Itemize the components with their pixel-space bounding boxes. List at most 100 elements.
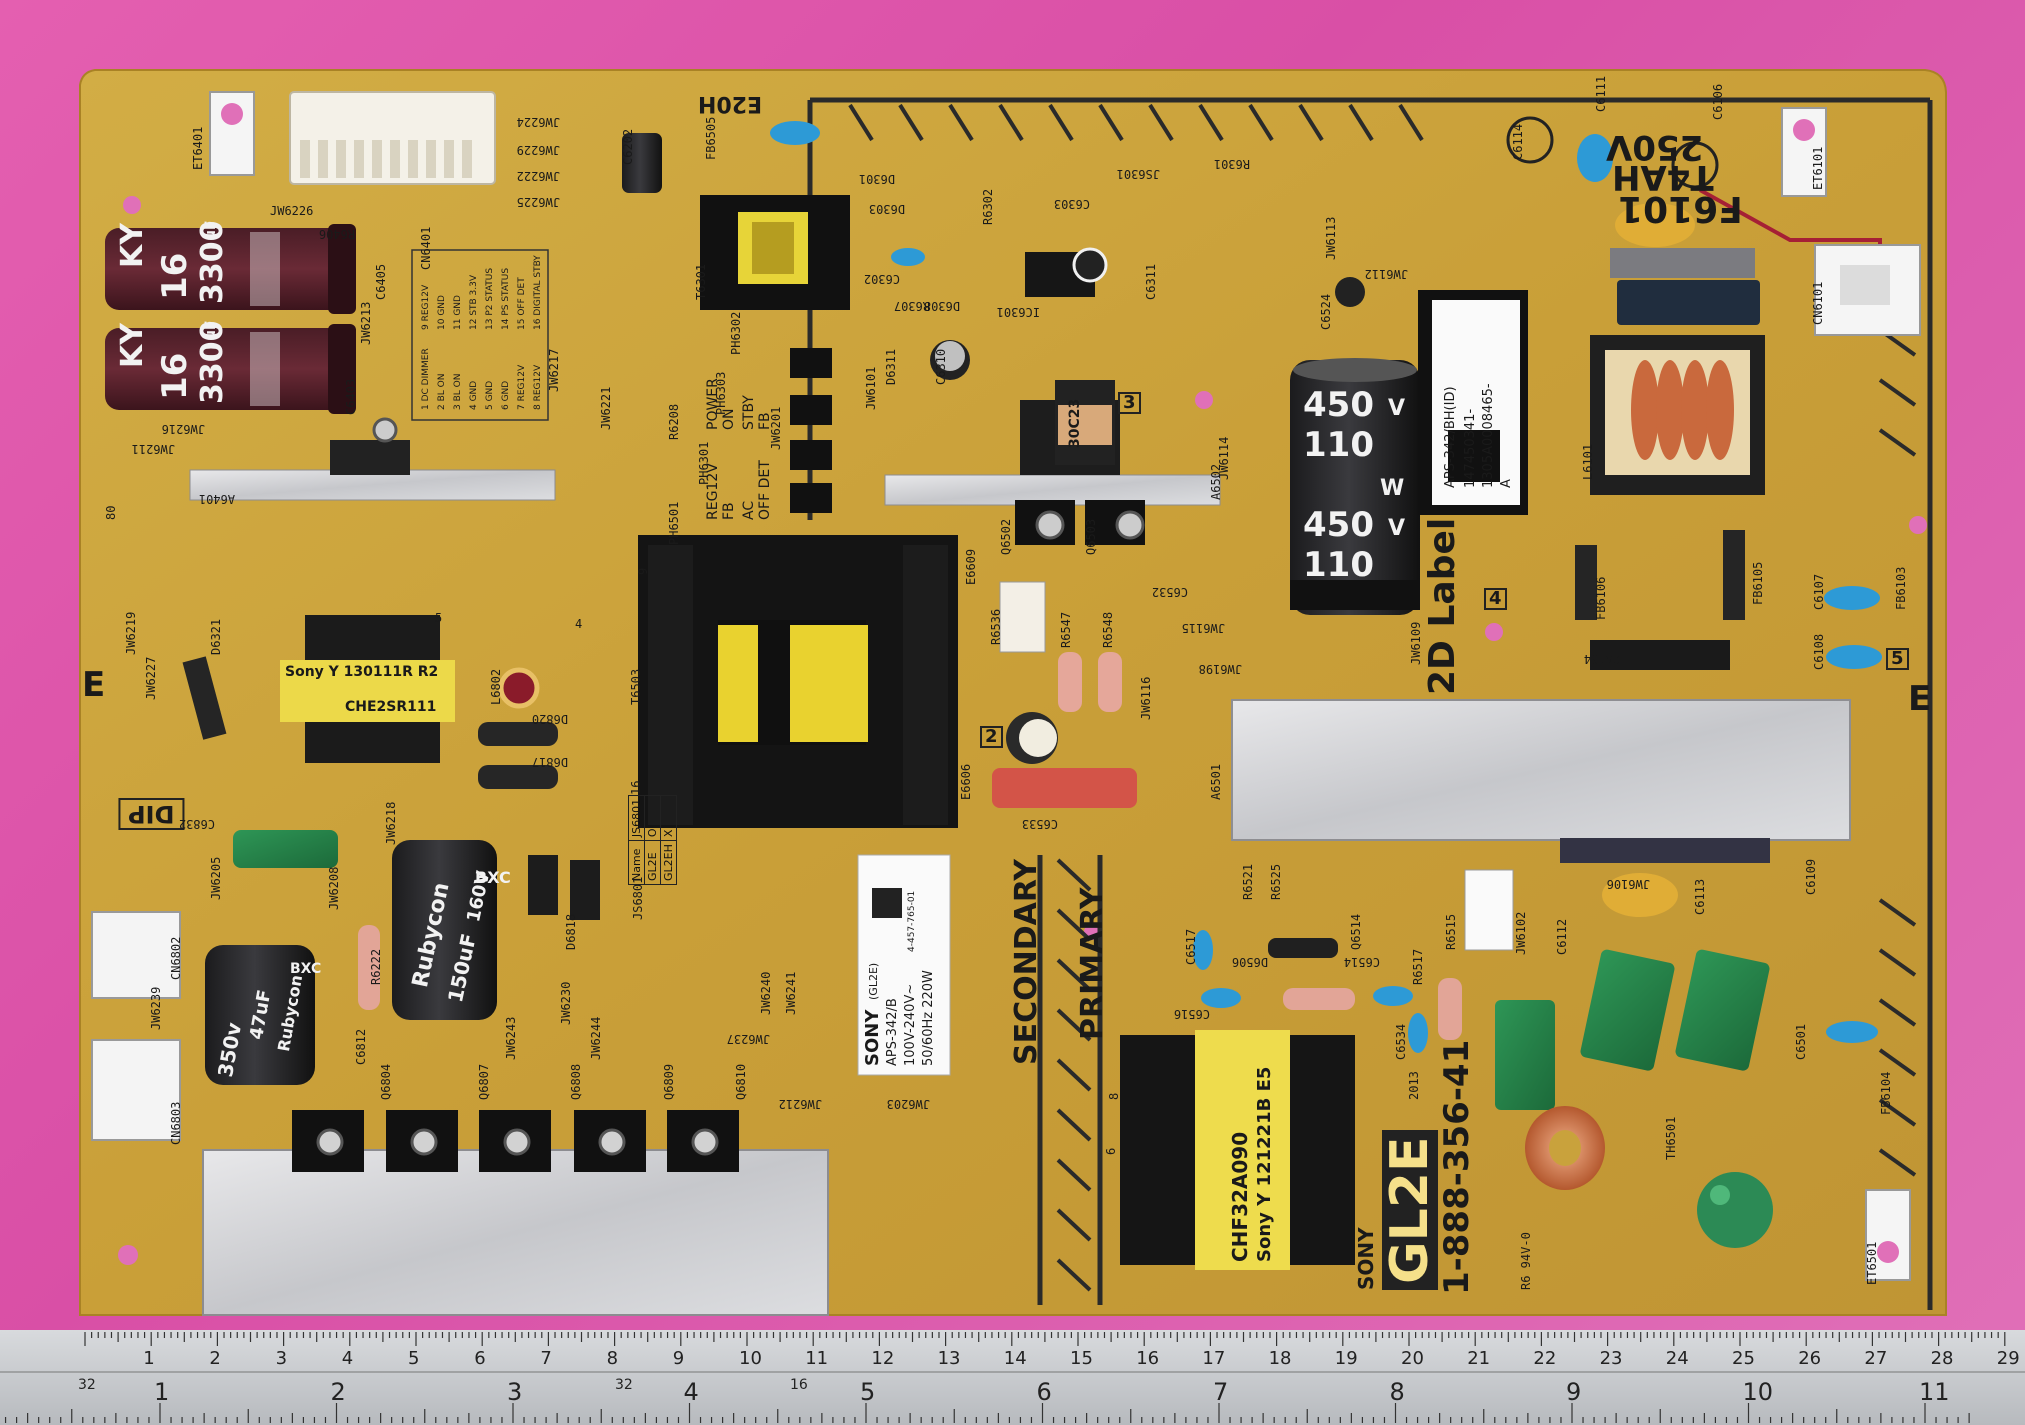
sony-rating-sticker: SONY (GL2E) APS-342/B 100V-240V~ 50/60Hz…: [860, 852, 950, 1072]
silk-c6832: C6832: [178, 817, 215, 831]
silk-c6532: C6532: [1151, 585, 1188, 599]
silk-js6801: JS6801: [631, 876, 645, 920]
label-num-3: 3: [1118, 392, 1141, 414]
silk-jw6213: JW6213: [359, 301, 373, 345]
label-num-4: 4: [1484, 588, 1507, 610]
bigcap-unit-1: V: [1388, 396, 1406, 421]
silk-r6222: R6222: [369, 948, 383, 985]
ruler-cm-label: 28: [1930, 1348, 1954, 1369]
silk-jw6227: JW6227: [144, 656, 158, 700]
ruler-inch-label: 8: [1389, 1378, 1405, 1406]
silk-stby: STBY: [741, 395, 757, 430]
tbottom-label: Sony Y 121221B E5: [1254, 1066, 1275, 1262]
silk-r6208: R6208: [667, 403, 681, 440]
silk-t6503: T6503: [629, 668, 643, 705]
coil-30c23: 30C23: [1067, 398, 1083, 448]
label-corner-code: E20H: [698, 91, 763, 116]
silk-d6311: D6311: [884, 348, 898, 385]
silk-c6108: C6108: [1812, 633, 1826, 670]
silk-jw6112: JW6112: [1364, 267, 1408, 281]
silk-c6534: C6534: [1394, 1023, 1408, 1060]
label-num-2: 2: [980, 726, 1003, 748]
silk-fb6106: FB6106: [1594, 576, 1608, 620]
silk-num-8: 8: [1107, 1092, 1121, 1100]
label-num-5: 5: [1886, 648, 1909, 670]
silk-c6311: C6311: [1144, 263, 1158, 300]
silk-off-det: OFF DET: [757, 460, 773, 520]
silk-c6501: C6501: [1794, 1023, 1808, 1060]
silk-r6515: R6515: [1444, 913, 1458, 950]
ruler-cm-label: 16: [1136, 1348, 1160, 1369]
silk-cn6803: CN6803: [169, 1101, 183, 1145]
ruler-inch-label: 6: [1036, 1378, 1052, 1406]
silk-r6521: R6521: [1241, 863, 1255, 900]
silk-jw6109: JW6109: [1409, 621, 1423, 665]
ruler-small-32-mid: 32: [615, 1377, 633, 1393]
cap2-brand: KY: [115, 323, 150, 368]
silk-jw6230: JW6230: [559, 981, 573, 1025]
ruler-cm-label: 9: [672, 1348, 685, 1369]
silk-jw6218: JW6218: [384, 801, 398, 845]
table-cell: GL2E: [644, 840, 661, 885]
table-cell: X: [660, 795, 677, 841]
silk-ph6303: PH6303: [714, 371, 728, 415]
bigcap-capacitance-1: 110: [1303, 425, 1374, 465]
silk-d6820: D6820: [531, 712, 568, 726]
silk-c6403: C6403: [344, 378, 358, 415]
cap160-series: BXC: [475, 868, 511, 887]
ruler-cm-label: 25: [1732, 1348, 1755, 1369]
silk-num-4: 4: [575, 617, 583, 631]
silk-jw6102: JW6102: [1514, 911, 1528, 955]
label-secondary: SECONDARY: [1009, 858, 1044, 1065]
silk-d6817: D6817: [531, 755, 568, 769]
ruler-small-16: 16: [790, 1377, 808, 1393]
cap1-unit: uF: [203, 220, 219, 240]
ruler-inch-label: 3: [507, 1378, 523, 1406]
silk-jw6115: JW6115: [1181, 621, 1225, 635]
pinout-line: 14 PS STATUS: [501, 267, 511, 330]
silk-ph6302: PH6302: [729, 311, 743, 355]
cap350-series: BXC: [290, 961, 322, 977]
silk-num-80: 80: [104, 505, 118, 520]
silk-jw6101: JW6101: [864, 366, 878, 410]
ruler-inch-label: 1: [154, 1378, 170, 1406]
silk-a6502: A6502: [1209, 463, 1223, 500]
silk-fb6104: FB6104: [1879, 1071, 1893, 1115]
silk-rating-94v: R6 94V-0: [1519, 1232, 1533, 1290]
ruler-cm-label: 3: [275, 1348, 288, 1369]
ruler-inch-label: 2: [330, 1378, 346, 1406]
silk-d6301: D6301: [858, 172, 895, 186]
silk-jw6237: JW6237: [726, 1032, 770, 1046]
ruler-inch-label: 11: [1919, 1378, 1950, 1406]
ruler-cm-label: 1: [143, 1348, 155, 1369]
cap1-voltage: 16: [155, 252, 195, 300]
silk-q6804: Q6804: [379, 1063, 393, 1100]
silk-et6501: ET6501: [1865, 1241, 1879, 1285]
ruler-cm-label: 20: [1401, 1348, 1424, 1369]
ruler-cm-label: 19: [1334, 1348, 1358, 1369]
tleft-label: Sony Y 130111R R2: [285, 664, 439, 680]
silk-q6807: Q6807: [477, 1063, 491, 1100]
label-sony-board: SONY: [1354, 1227, 1378, 1290]
silk-d6506: D6506: [1231, 955, 1268, 969]
ruler-cm-label: 5: [408, 1348, 420, 1369]
pinout-line: 3 BL ON: [453, 373, 463, 410]
silk-jw6226: JW6226: [270, 204, 314, 218]
silk-r6548: R6548: [1101, 611, 1115, 648]
pinout-line: 12 STB 3.3V: [469, 274, 479, 330]
silk-fb6505: FB6505: [704, 116, 718, 160]
tleft-code: CHE2SR111: [345, 699, 437, 715]
pinout-line: 6 GND: [501, 380, 511, 410]
label-gl2e: GL2E: [1380, 1130, 1440, 1290]
silk-jw6216: JW6216: [161, 422, 205, 436]
silk-r6547: R6547: [1059, 611, 1073, 648]
ruler-cm-label: 23: [1599, 1348, 1623, 1369]
ruler-cm-label: 8: [606, 1348, 619, 1369]
silk-num-16: 16: [629, 780, 643, 795]
ruler-cm-label: 24: [1665, 1348, 1689, 1369]
ruler-inch-label: 4: [683, 1378, 699, 1406]
pinout-line: 2 BL ON: [437, 373, 447, 410]
ruler-cm-label: 14: [1003, 1348, 1027, 1369]
label-e-right: E: [1908, 679, 1932, 719]
